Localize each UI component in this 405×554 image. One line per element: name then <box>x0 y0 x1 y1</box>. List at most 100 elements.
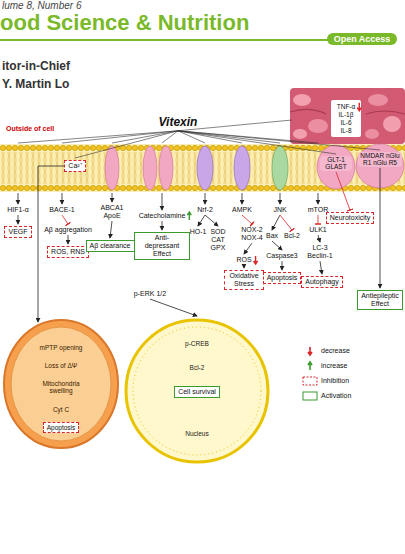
outcome-box: Neurotoxicity <box>326 212 374 224</box>
outcome-box: Antiepileptic Effect <box>357 290 403 310</box>
activation-arrow <box>272 241 282 250</box>
legend-sample <box>302 345 318 357</box>
increase-arrow <box>187 212 191 220</box>
legend-text: decrease <box>321 347 350 355</box>
node-text: Nucleus <box>185 430 208 437</box>
signal-arrow <box>112 193 113 202</box>
receptor-label: NMDAR nGlu R1 nGlu R5 <box>358 152 402 167</box>
journal-title: ood Science & Nutrition <box>0 12 249 34</box>
pathway-label: ROS <box>236 256 251 264</box>
nuclear-envelope <box>126 320 268 462</box>
inhibition-line <box>242 215 252 224</box>
legend-row: decrease <box>302 345 350 357</box>
node-text: Anti-depressant Effect <box>138 234 186 258</box>
outcome-box: Apoptosis <box>43 422 80 433</box>
pathway-label: Bax <box>266 232 278 240</box>
cytokine-label: TNF-α <box>337 103 356 110</box>
edges <box>38 166 64 322</box>
activation-arrow <box>161 221 162 230</box>
cytokine-label: IL-1β <box>339 111 354 118</box>
outcome-box: Cell survival <box>174 386 220 398</box>
legend-sample <box>302 390 318 402</box>
outcome-box: ROS, RNS <box>47 246 89 258</box>
node-text: Neurotoxicity <box>330 214 370 222</box>
legend-row: increase <box>302 360 347 372</box>
outcome-box: VEGF <box>4 226 31 238</box>
compound-ray <box>112 131 178 143</box>
art-detail <box>368 94 388 106</box>
art-detail <box>234 146 250 190</box>
legend-text: Inhibition <box>321 377 349 385</box>
activation-arrow <box>244 243 252 254</box>
cytokine-panel <box>331 100 361 137</box>
legend-box <box>303 377 317 385</box>
node-text: Apoptosis <box>267 274 298 282</box>
legend-arrow <box>308 347 312 355</box>
art-detail <box>159 146 173 190</box>
header-rule <box>0 39 332 41</box>
compound-name: Vitexin <box>159 116 198 130</box>
art-detail <box>383 116 401 132</box>
legend-text: Activation <box>321 392 351 400</box>
inhibition-line <box>280 215 292 230</box>
compound-ray <box>178 131 242 143</box>
legend-sample <box>302 360 318 372</box>
pathway-label: ABCA1 ApoE <box>97 204 127 220</box>
activation-arrow <box>17 215 18 224</box>
nuclear-pores <box>133 327 261 455</box>
pathway-label: ULK1 <box>309 226 327 234</box>
mitochondrion: mPTP openingLoss of ΔΨMitochondria swell… <box>2 318 120 450</box>
node-text: Loss of ΔΨ <box>45 362 78 369</box>
receptor-label: GLT-1 GLAST <box>320 156 352 171</box>
decrease-arrow <box>357 103 361 111</box>
node-text: Mitochondria swelling <box>31 380 91 395</box>
inhibition-line <box>62 215 68 224</box>
node-text: VEGF <box>8 228 27 236</box>
node-text: Ca²⁺ <box>68 162 81 170</box>
volume-text: lume 8, Number 6 <box>2 0 81 12</box>
node-text: Oxidative Stress <box>228 272 260 288</box>
pathway-label: JNK <box>273 206 286 214</box>
art-detail <box>293 94 311 106</box>
pathway-label: Caspase3 <box>266 252 298 260</box>
node-text: Cyt C <box>53 406 69 413</box>
art-detail <box>0 144 405 192</box>
ion-box: Ca²⁺ <box>64 160 85 172</box>
node-text: Cell survival <box>178 388 216 396</box>
art-detail <box>308 119 328 133</box>
node-text: Antiepileptic Effect <box>361 292 399 308</box>
pathway-label: LC-3 Beclin-1 <box>303 244 337 260</box>
activation-arrow <box>110 221 112 238</box>
activation-arrow <box>205 215 218 226</box>
outcome-box: Aβ clearance <box>86 240 135 252</box>
signal-arrow <box>161 193 162 210</box>
pathway-label: NOX-2 NOX-4 <box>239 226 265 242</box>
activation-arrow <box>318 235 320 242</box>
pathway-label: SOD CAT GPX <box>209 228 227 252</box>
signal-arrow <box>205 193 206 204</box>
inner-membrane <box>11 327 111 441</box>
editor-title: itor-in-Chief <box>2 60 70 74</box>
compound-ray <box>178 131 280 143</box>
tissue-picture <box>290 88 405 144</box>
compound-rays <box>18 120 380 158</box>
art-detail <box>317 145 355 189</box>
node-text: Aβ clearance <box>90 242 131 250</box>
compound-ray <box>62 131 178 143</box>
art-detail <box>290 88 405 144</box>
signal-arrow <box>279 193 280 204</box>
pathway-label: HO-1 <box>190 228 207 236</box>
membrane-receptors <box>105 144 404 190</box>
art-detail <box>197 146 213 190</box>
compound-ray <box>178 131 336 154</box>
node-text: Bcl-2 <box>190 364 205 371</box>
editor-name: Y. Martin Lo <box>2 78 69 92</box>
activation-arrow <box>198 215 205 226</box>
signal-arrow <box>242 193 243 204</box>
art-detail <box>105 146 119 190</box>
signal-arrow <box>17 193 18 204</box>
inhibition-line <box>336 172 350 210</box>
pathway-label: Bcl-2 <box>284 232 300 240</box>
pathway-label: p-ERK 1/2 <box>134 290 166 298</box>
outer-membrane <box>4 320 118 448</box>
